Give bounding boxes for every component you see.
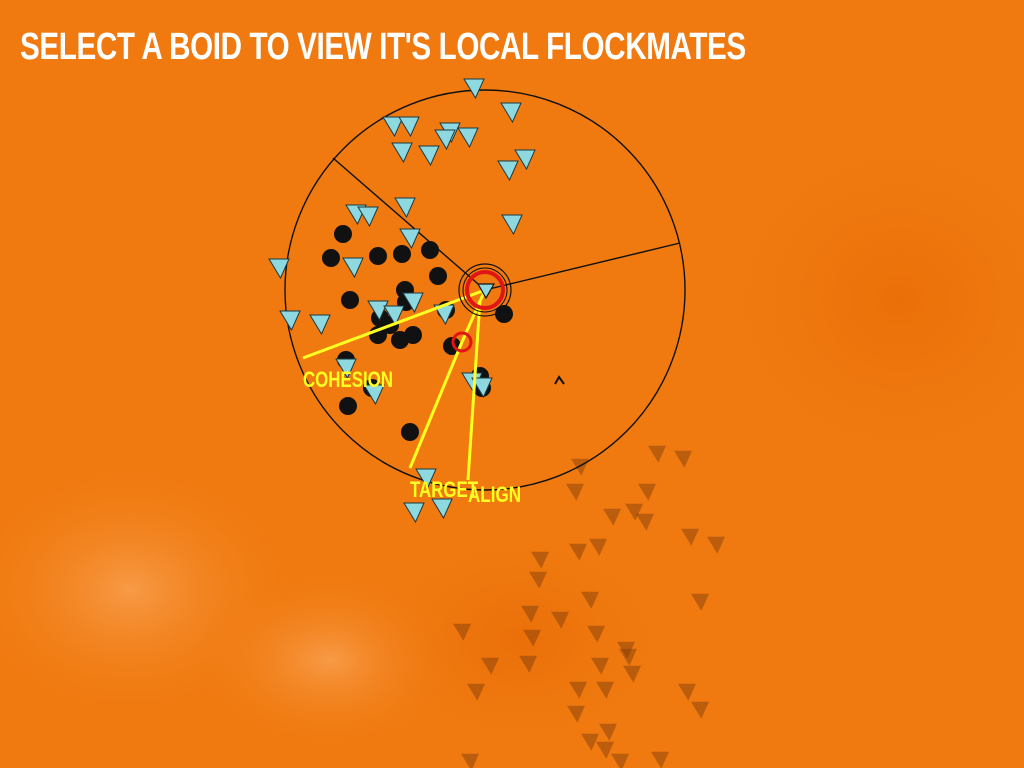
distant-boid-icon xyxy=(581,733,599,751)
distant-boid-icon xyxy=(581,591,599,609)
flockmate-boid-icon[interactable] xyxy=(418,145,440,167)
flockmate-boid-icon[interactable] xyxy=(497,160,519,182)
distant-boid-icon xyxy=(587,625,605,643)
flockmate-boid-icon[interactable] xyxy=(391,142,413,164)
distant-boid-icon xyxy=(638,483,656,501)
cohesion-vector xyxy=(302,288,486,360)
distant-boid-icon xyxy=(521,605,539,623)
neighbor-marker xyxy=(369,247,387,265)
distant-boid-icon xyxy=(566,483,584,501)
distant-boid-icon xyxy=(691,701,709,719)
neighbor-marker xyxy=(339,397,357,415)
distant-boid-icon xyxy=(461,753,479,768)
flockmate-boid-icon[interactable] xyxy=(357,206,379,228)
neighbor-marker xyxy=(495,305,513,323)
distant-boid-icon xyxy=(636,513,654,531)
distant-boid-icon xyxy=(596,681,614,699)
flockmate-boid-icon[interactable] xyxy=(363,384,385,406)
neighbor-marker xyxy=(341,291,359,309)
distant-boid-icon xyxy=(651,751,669,768)
align-vector xyxy=(466,299,482,481)
neighbor-marker xyxy=(404,326,422,344)
neighbor-marker xyxy=(401,423,419,441)
flockmate-boid-icon[interactable] xyxy=(398,116,420,138)
distant-boid-icon xyxy=(619,648,637,666)
flockmate-boid-icon[interactable] xyxy=(342,257,364,279)
flockmate-boid-icon[interactable] xyxy=(399,228,421,250)
distant-boid-icon xyxy=(551,611,569,629)
red-target-ring-icon xyxy=(458,263,512,317)
distant-boid-icon xyxy=(453,623,471,641)
distant-boid-icon xyxy=(599,723,617,741)
neighbor-marker xyxy=(421,241,439,259)
flockmate-boid-icon[interactable] xyxy=(415,468,437,490)
distant-boid-icon xyxy=(531,551,549,569)
flockmate-boid-icon[interactable] xyxy=(268,258,290,280)
distant-boid-icon xyxy=(674,450,692,468)
distant-boid-icon xyxy=(529,571,547,589)
distant-boid-icon xyxy=(567,705,585,723)
distant-boid-icon xyxy=(519,655,537,673)
flockmate-boid-icon[interactable] xyxy=(367,300,389,322)
flockmate-boid-icon[interactable] xyxy=(471,377,493,399)
distant-boid-icon xyxy=(678,683,696,701)
perception-radius xyxy=(284,89,686,491)
flockmate-boid-icon[interactable] xyxy=(309,314,331,336)
distant-boid-icon xyxy=(617,641,635,659)
flockmate-boid-icon[interactable] xyxy=(431,498,453,520)
flockmate-boid-icon[interactable] xyxy=(279,310,301,332)
target-marker xyxy=(451,331,473,353)
distant-boid-icon xyxy=(596,741,614,759)
selected-boid[interactable] xyxy=(458,263,512,317)
cohesion-label: COHESION xyxy=(303,367,393,392)
distant-boid-layer xyxy=(453,445,725,768)
mouse-cursor xyxy=(554,375,565,385)
neighbor-marker xyxy=(322,249,340,267)
distant-boid-icon xyxy=(591,657,609,675)
distant-boid-icon xyxy=(589,538,607,556)
flockmate-boid-icon[interactable] xyxy=(501,214,523,236)
steering-vectors: COHESION TARGET ALIGN xyxy=(302,288,521,507)
target-label: TARGET xyxy=(410,477,478,502)
arrow-cursor-icon xyxy=(554,375,565,385)
flockmate-boid-icon[interactable] xyxy=(394,197,416,219)
flockmate-boid-layer[interactable] xyxy=(268,78,536,524)
distant-boid-icon xyxy=(569,543,587,561)
flockmate-boid-icon[interactable] xyxy=(463,78,485,100)
target-vector xyxy=(408,341,464,469)
flockmate-boid-icon[interactable] xyxy=(383,305,405,327)
neighbor-marker xyxy=(334,225,352,243)
flockmate-boid-icon[interactable] xyxy=(457,127,479,149)
flockmate-boid-icon[interactable] xyxy=(434,129,456,151)
align-label: ALIGN xyxy=(468,482,521,507)
distant-boid-icon xyxy=(523,629,541,647)
flockmate-boid-icon[interactable] xyxy=(500,102,522,124)
distant-boid-icon xyxy=(569,681,587,699)
flockmate-boid-icon[interactable] xyxy=(403,502,425,524)
neighbor-marker xyxy=(393,245,411,263)
distant-boid-icon xyxy=(625,503,643,521)
distant-boid-icon xyxy=(481,657,499,675)
distant-boid-icon xyxy=(691,593,709,611)
distant-boid-icon xyxy=(603,508,621,526)
flockmate-boid-icon[interactable] xyxy=(335,358,357,380)
distant-boid-icon xyxy=(707,536,725,554)
flockmate-boid-icon[interactable] xyxy=(382,116,404,138)
flockmate-boid-icon[interactable] xyxy=(402,292,424,314)
distant-boid-icon xyxy=(611,753,629,768)
distant-boid-icon xyxy=(623,665,641,683)
flockmate-boid-icon[interactable] xyxy=(514,149,536,171)
neighbor-marker xyxy=(429,267,447,285)
distant-boid-icon xyxy=(648,445,666,463)
distant-boid-icon xyxy=(467,683,485,701)
instruction-title: SELECT A BOID TO VIEW IT'S LOCAL FLOCKMA… xyxy=(20,26,746,68)
distant-boid-icon xyxy=(681,528,699,546)
selected-boid-icon xyxy=(476,283,496,300)
